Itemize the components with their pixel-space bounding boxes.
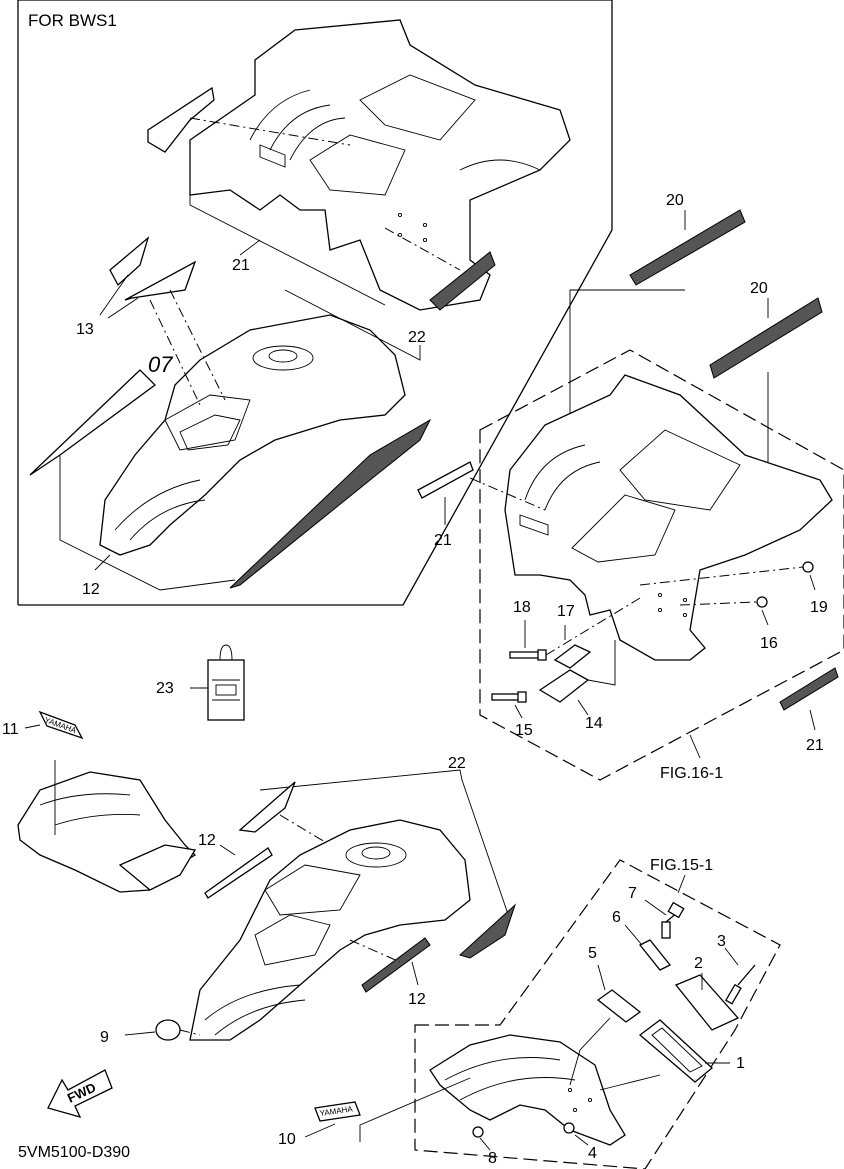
front-side-decal-inset — [229, 418, 432, 589]
callout-4: 4 — [588, 1145, 597, 1162]
screw-18 — [509, 649, 547, 661]
grommet-16 — [756, 596, 768, 608]
yamaha-label-10: YAMAHA 10 — [278, 1101, 361, 1148]
callout-21-fig16-right: 21 — [806, 737, 824, 754]
callout-17: 17 — [557, 603, 575, 620]
diagram-code: 5VM5100-D390 — [18, 1144, 130, 1161]
callout-15: 15 — [515, 722, 533, 739]
callout-2: 2 — [694, 955, 703, 972]
front-fender-inset: 07 — [99, 314, 406, 556]
callout-12-left: 12 — [198, 832, 216, 849]
fig15-group: FIG.15-1 1 2 3 4 5 6 7 — [359, 857, 781, 1169]
fig15-ref: FIG.15-1 — [650, 857, 713, 874]
front-wing-left-inset — [29, 369, 156, 476]
yamaha-label-11 — [38, 710, 84, 740]
screw-15 — [491, 691, 527, 703]
inset-left-panel — [147, 86, 215, 153]
grommet-19 — [802, 561, 814, 573]
plate-2 — [674, 974, 740, 1031]
yamaha-label-11-text: YAMAHA — [43, 715, 78, 735]
decal-13a — [109, 236, 150, 287]
callout-10: 10 — [278, 1131, 296, 1148]
plate-17 — [553, 644, 592, 669]
strip-12-left — [204, 847, 273, 899]
plate-6 — [638, 939, 672, 971]
plate-1 — [638, 1019, 713, 1083]
callout-12-right: 12 — [408, 991, 426, 1008]
grommet-8 — [472, 1126, 484, 1138]
callout-3: 3 — [717, 933, 726, 950]
callout-1: 1 — [736, 1055, 745, 1072]
callout-5: 5 — [588, 945, 597, 962]
grommet-9 — [155, 1019, 181, 1041]
front-top-decal — [238, 781, 296, 833]
callout-16: 16 — [760, 635, 778, 652]
screw-3 — [725, 964, 756, 1005]
inset-title: FOR BWS1 — [28, 11, 117, 30]
callout-14: 14 — [585, 715, 603, 732]
decal-21-fig16-right — [779, 667, 839, 711]
side-decal-21-inset — [429, 251, 496, 311]
callout-22-main: 22 — [448, 755, 466, 772]
callout-23: 23 — [156, 680, 174, 697]
front-side-decal-main — [459, 903, 517, 959]
strip-12-right — [361, 937, 431, 993]
callout-6: 6 — [612, 909, 621, 926]
tag-23: 23 — [156, 644, 245, 721]
callout-12-inset: 12 — [82, 581, 100, 598]
rear-fender-inset — [189, 19, 571, 311]
decal-20-lower — [709, 297, 823, 379]
callout-19: 19 — [810, 599, 828, 616]
front-fender-22: 22 12 12 9 — [100, 755, 517, 1046]
number-plate-mark: 07 — [148, 352, 173, 377]
callout-22-inset: 22 — [408, 329, 426, 346]
callout-13: 13 — [76, 321, 94, 338]
callout-18: 18 — [513, 599, 531, 616]
decal-21-fig16-left — [417, 461, 474, 499]
fwd-arrow-icon: FWD — [47, 1069, 113, 1119]
decal-20-upper — [629, 209, 746, 286]
callout-21-inset: 21 — [232, 257, 250, 274]
plate-5 — [596, 989, 642, 1023]
callout-21-fig16-left: 21 — [434, 532, 452, 549]
fig16-rear-fender: 21 21 FIG.16-1 19 16 17 18 14 15 — [417, 349, 844, 782]
callout-20-upper: 20 — [666, 192, 684, 209]
screw-7 — [661, 901, 685, 939]
seat-11: YAMAHA 11 — [2, 710, 197, 893]
callout-8: 8 — [488, 1150, 497, 1167]
plate-14 — [538, 669, 590, 703]
decal-13b — [124, 260, 197, 301]
fig16-ref: FIG.16-1 — [660, 765, 723, 782]
decal-20-group: 20 20 — [569, 192, 823, 530]
callout-11: 11 — [2, 721, 19, 738]
callout-20-lower: 20 — [750, 280, 768, 297]
bws1-inset: FOR BWS1 21 07 — [17, 0, 613, 606]
grommet-4 — [563, 1122, 575, 1134]
callout-9: 9 — [100, 1029, 109, 1046]
callout-7: 7 — [628, 885, 637, 902]
